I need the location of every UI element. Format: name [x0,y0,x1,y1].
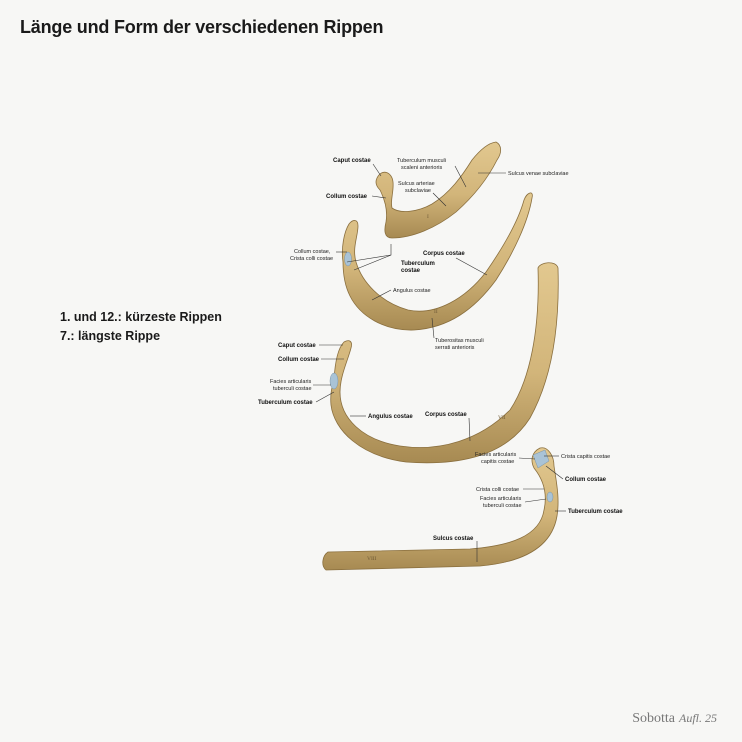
label-rib1-tuberculum-scaleni-line1: Tuberculum musculi [397,158,446,164]
brand-name: Sobotta [632,711,675,726]
label-rib8-collum-costae: Collum costae [565,477,607,483]
label-rib8-crista-capitis: Crista capitis costae [561,454,610,460]
label-rib1-sulcus-arteriae-line1: Sulcus arteriae [398,181,435,187]
first-rib: I Caput costae Tuberculum musculi scalen… [326,141,569,239]
label-rib2-tuberculum-line2: costae [401,268,421,274]
note-longest-rib: 7.: längste Rippe [60,329,161,343]
seventh-rib-bone [330,262,559,464]
label-rib8-facies-tuberculi-line2: tuberculi costae [483,503,522,509]
eighth-rib-number: VIII [367,556,377,562]
label-rib8-facies-capitis-line2: capitis costae [481,459,514,465]
label-rib7-facies-line1: Facies articularis [270,379,312,385]
label-rib8-sulcus-costae: Sulcus costae [433,536,474,542]
label-rib2-tuberositas-line2: serrati anterioris [435,345,475,351]
label-rib2-collum-crista-line1: Collum costae, [294,249,331,255]
label-rib2-corpus-costae: Corpus costae [423,251,465,257]
first-rib-number: I [427,214,429,220]
second-rib: II Collum costae, Crista colli costae Co… [290,192,533,351]
label-rib8-facies-capitis-line1: Facies articularis [475,452,517,458]
label-rib7-facies-line2: tuberculi costae [273,386,312,392]
eighth-rib: VIII Facies articularis capitis costae C… [322,447,623,571]
brand-edition: Aufl. 25 [679,711,717,725]
label-rib2-angulus-costae: Angulus costae [393,288,431,294]
label-rib1-tuberculum-scaleni-line2: scaleni anterioris [401,165,443,171]
page-title: Länge und Form der verschiedenen Rippen [20,17,384,37]
eighth-rib-bone [322,447,559,571]
first-rib-bone [375,141,502,239]
label-rib2-tuberculum-line1: Tuberculum [401,261,435,267]
label-rib2-tuberositas-line1: Tuberositas musculi [435,338,484,344]
seventh-rib-cartilage [329,372,339,390]
note-shortest-ribs: 1. und 12.: kürzeste Rippen [60,310,222,324]
label-rib7-corpus-costae: Corpus costae [425,412,467,418]
label-rib8-tuberculum-costae: Tuberculum costae [568,509,623,515]
label-rib1-sulcus-arteriae-line2: subclaviae [405,188,431,194]
label-rib1-sulcus-venae: Sulcus venae subclaviae [508,171,569,177]
label-rib8-crista-colli: Crista colli costae [476,487,519,493]
second-rib-bone [341,192,533,331]
eighth-rib-head-cartilage [532,449,550,469]
seventh-rib-number: VII [498,415,506,421]
second-rib-number: II [434,309,438,315]
label-rib7-collum-costae: Collum costae [278,357,320,363]
eighth-rib-tubercle-cartilage [546,491,554,503]
second-rib-cartilage [344,251,352,267]
publisher-mark: Sobotta Aufl. 25 [632,709,717,727]
label-rib1-caput-costae: Caput costae [333,158,371,164]
seventh-rib: VII Caput costae Collum costae Facies ar… [258,262,559,464]
label-rib7-caput-costae: Caput costae [278,343,316,349]
label-rib7-tuberculum-costae: Tuberculum costae [258,400,313,406]
label-rib7-angulus-costae: Angulus costae [368,414,413,420]
label-rib1-collum-costae: Collum costae [326,194,368,200]
label-rib2-collum-crista-line2: Crista colli costae [290,256,333,262]
label-rib8-facies-tuberculi-line1: Facies articularis [480,496,522,502]
